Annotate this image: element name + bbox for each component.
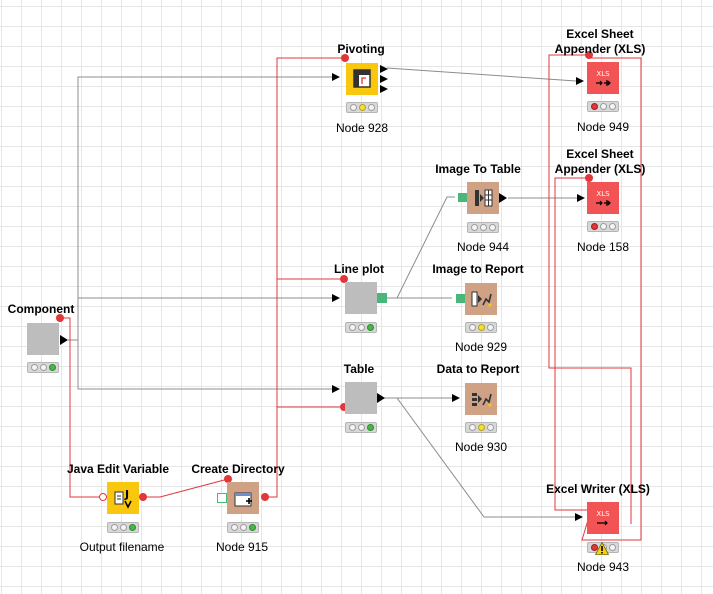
data-port-out-icon[interactable]	[377, 393, 386, 403]
data-ports-out-icon[interactable]	[380, 63, 390, 95]
image-port-in-icon[interactable]	[458, 193, 467, 202]
node-title: Create Directory	[191, 462, 285, 476]
status-lights	[467, 222, 499, 233]
image-port-in-icon[interactable]	[456, 294, 465, 303]
data-port-out-icon[interactable]	[499, 193, 508, 203]
status-lights	[345, 422, 377, 433]
node-label[interactable]: Node 943	[576, 560, 630, 574]
node-title: Excel Writer (XLS)	[546, 482, 650, 496]
node-title-line-1: Excel Sheet	[566, 147, 634, 161]
xls-icon-text: XLS	[596, 190, 610, 198]
node-title: Data to Report	[436, 362, 520, 376]
node-title-line-1: Excel Sheet	[566, 27, 634, 41]
warning-icon[interactable]	[595, 542, 609, 555]
xls-icon[interactable]: XLS	[587, 182, 619, 214]
connection-lineplot-imagetotable	[387, 196, 455, 299]
status-lights	[227, 522, 259, 533]
connection-component-table	[77, 299, 332, 390]
status-lights	[346, 102, 378, 113]
status-lights	[107, 522, 139, 533]
image-to-report-icon[interactable]	[465, 283, 497, 315]
node-title: Image to Report	[432, 262, 524, 276]
node-title: Component	[7, 302, 75, 316]
status-lights	[465, 322, 497, 333]
node-label[interactable]: Node 915	[215, 540, 269, 554]
node-title: Excel Sheet Appender (XLS)	[555, 147, 646, 177]
flowvar-createdir-bus	[265, 57, 345, 498]
flowvar-component-java	[60, 317, 100, 498]
status-lights	[587, 221, 619, 232]
node-title: Image To Table	[435, 162, 521, 176]
node-label[interactable]: Node 949	[576, 120, 630, 134]
xls-icon-text: XLS	[596, 510, 610, 518]
status-lights	[345, 322, 377, 333]
node-title: Pivoting	[337, 42, 385, 56]
status-lights	[587, 101, 619, 112]
node-title-line-2: Appender (XLS)	[554, 42, 646, 56]
image-to-table-icon[interactable]	[467, 182, 499, 214]
flowvar-excel949-excel158	[548, 54, 632, 524]
data-to-report-icon[interactable]	[465, 383, 497, 415]
status-lights	[27, 362, 59, 373]
xls-icon-text: XLS	[596, 70, 610, 78]
node-label[interactable]: Node 944	[456, 240, 510, 254]
status-lights	[465, 422, 497, 433]
java-icon-text: J	[124, 488, 129, 501]
node-title: Line plot	[334, 262, 384, 276]
component-icon[interactable]	[345, 382, 377, 414]
component-icon[interactable]	[345, 282, 377, 314]
xls-icon[interactable]: XLS	[587, 62, 619, 94]
create-directory-icon[interactable]	[227, 482, 259, 514]
node-label[interactable]: Node 929	[454, 340, 508, 354]
node-label[interactable]: Node 930	[454, 440, 508, 454]
component-icon[interactable]	[27, 323, 59, 355]
status-light-3	[48, 364, 56, 371]
connection-pivoting-excel949	[386, 67, 577, 82]
xls-icon[interactable]: XLS	[587, 502, 619, 534]
data-port-out-icon[interactable]	[60, 335, 69, 345]
node-title: Excel Sheet Appender (XLS)	[555, 27, 646, 57]
connection-table-excelwriter	[387, 397, 575, 518]
java-edit-variable-icon[interactable]: J	[107, 482, 139, 514]
connection-component-pivoting	[68, 76, 332, 341]
status-light-1	[30, 364, 38, 371]
flow-port-in-icon[interactable]	[217, 493, 227, 503]
node-label[interactable]: Node 158	[576, 240, 630, 254]
node-label[interactable]: Node 928	[335, 121, 389, 135]
pivot-icon[interactable]	[346, 63, 378, 95]
image-port-out-icon[interactable]	[377, 293, 387, 303]
flowvar-excel158-excelwriter	[554, 57, 642, 541]
flowvar-java-createdir	[143, 478, 229, 498]
status-light-2	[39, 364, 47, 371]
node-title: Java Edit Variable	[66, 462, 170, 476]
node-title-line-2: Appender (XLS)	[554, 162, 646, 176]
node-label[interactable]: Output filename	[79, 540, 165, 554]
node-title: Table	[343, 362, 375, 376]
